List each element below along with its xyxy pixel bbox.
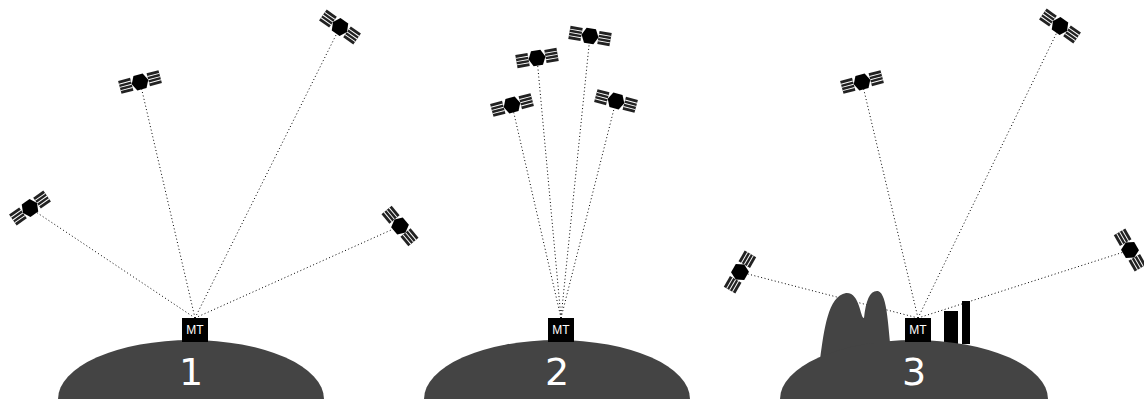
signal-lines bbox=[30, 26, 1130, 318]
earth-dome: 1 bbox=[58, 340, 324, 399]
earth-dome: 2 bbox=[424, 340, 690, 399]
terminal-box: MT bbox=[548, 318, 574, 342]
terminal-label: MT bbox=[186, 323, 203, 337]
terminal-box: MT bbox=[182, 318, 208, 342]
panel-number: 1 bbox=[58, 352, 324, 392]
terminal-label: MT bbox=[909, 323, 926, 337]
panel-number: 2 bbox=[424, 352, 690, 392]
terminal-label: MT bbox=[552, 323, 569, 337]
panel-number: 3 bbox=[780, 352, 1048, 392]
earth-dome: 3 bbox=[780, 340, 1048, 399]
satellites bbox=[9, 8, 1144, 294]
terminal-box: MT bbox=[905, 318, 931, 342]
